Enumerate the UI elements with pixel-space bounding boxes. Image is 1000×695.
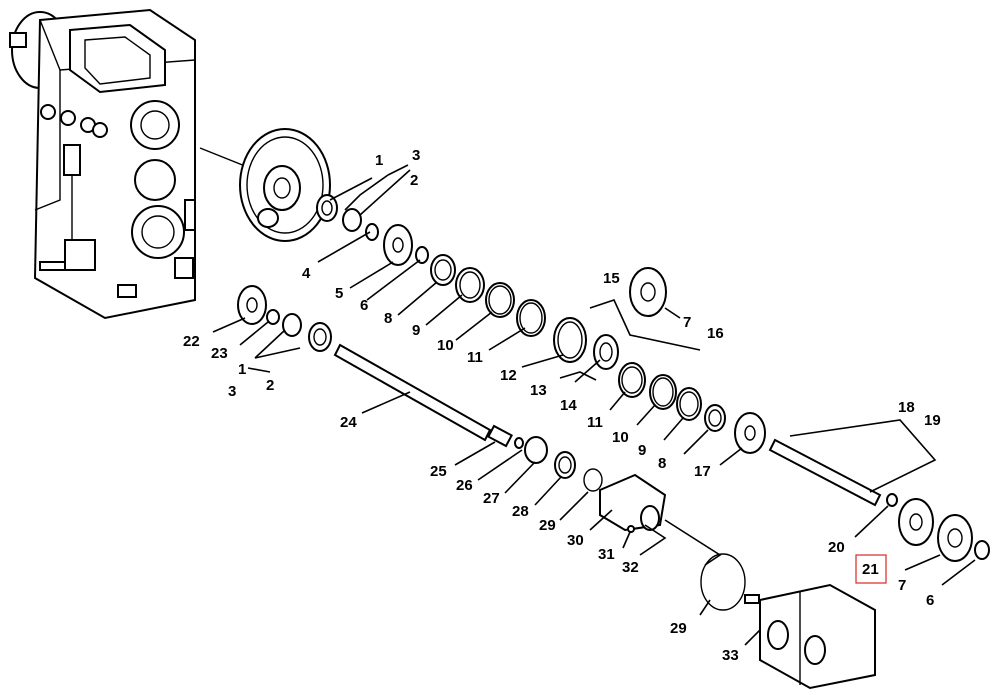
label-11: 11 (467, 349, 483, 366)
part-labels: 1 3 2 4 5 6 8 9 10 11 12 13 14 15 16 7 2… (183, 147, 941, 664)
label-15: 15 (603, 270, 620, 287)
label-26: 26 (456, 477, 473, 494)
label-23: 23 (211, 345, 228, 362)
leader-lines (212, 164, 976, 646)
label-5: 5 (335, 285, 343, 302)
label-8: 8 (384, 310, 392, 327)
label-20: 20 (828, 539, 845, 556)
label-9: 9 (412, 322, 420, 339)
label-25: 25 (430, 463, 447, 480)
label-18: 18 (898, 399, 915, 416)
lower-shaft-parts (618, 362, 990, 562)
label-19: 19 (924, 412, 941, 429)
label-3: 3 (412, 147, 420, 164)
label-13: 13 (530, 382, 547, 399)
label-16: 16 (707, 325, 724, 342)
label-4: 4 (302, 265, 311, 282)
label-30: 30 (567, 532, 584, 549)
label-32: 32 (622, 559, 639, 576)
label-9-lower: 9 (638, 442, 646, 459)
middle-shaft-parts (237, 285, 667, 533)
highlight-box-21 (855, 554, 887, 584)
label-10-lower: 10 (612, 429, 629, 446)
label-12: 12 (500, 367, 517, 384)
label-29: 29 (539, 517, 556, 534)
label-17: 17 (694, 463, 711, 480)
label-27: 27 (483, 490, 500, 507)
label-10: 10 (437, 337, 454, 354)
label-1-lower: 1 (238, 361, 246, 378)
label-21: 21 (862, 561, 879, 578)
label-8-lower: 8 (658, 455, 666, 472)
label-11-lower: 11 (587, 414, 603, 431)
label-29-lower: 29 (670, 620, 687, 637)
label-6-lower: 6 (926, 592, 934, 609)
label-1: 1 (375, 152, 383, 169)
label-14: 14 (560, 397, 577, 414)
label-24: 24 (340, 414, 357, 431)
upper-shaft-parts (316, 194, 667, 370)
label-2: 2 (410, 172, 418, 189)
label-2-lower: 2 (266, 377, 274, 394)
cover-plate (239, 128, 331, 242)
hydraulic-pump (700, 553, 876, 690)
label-7-lower: 7 (898, 577, 906, 594)
label-22: 22 (183, 333, 200, 350)
label-6: 6 (360, 297, 368, 314)
label-28: 28 (512, 503, 529, 520)
gearbox-housing (9, 8, 261, 320)
label-3-lower: 3 (228, 383, 236, 400)
label-7: 7 (683, 314, 691, 331)
label-33: 33 (722, 647, 739, 664)
label-31: 31 (598, 546, 615, 563)
